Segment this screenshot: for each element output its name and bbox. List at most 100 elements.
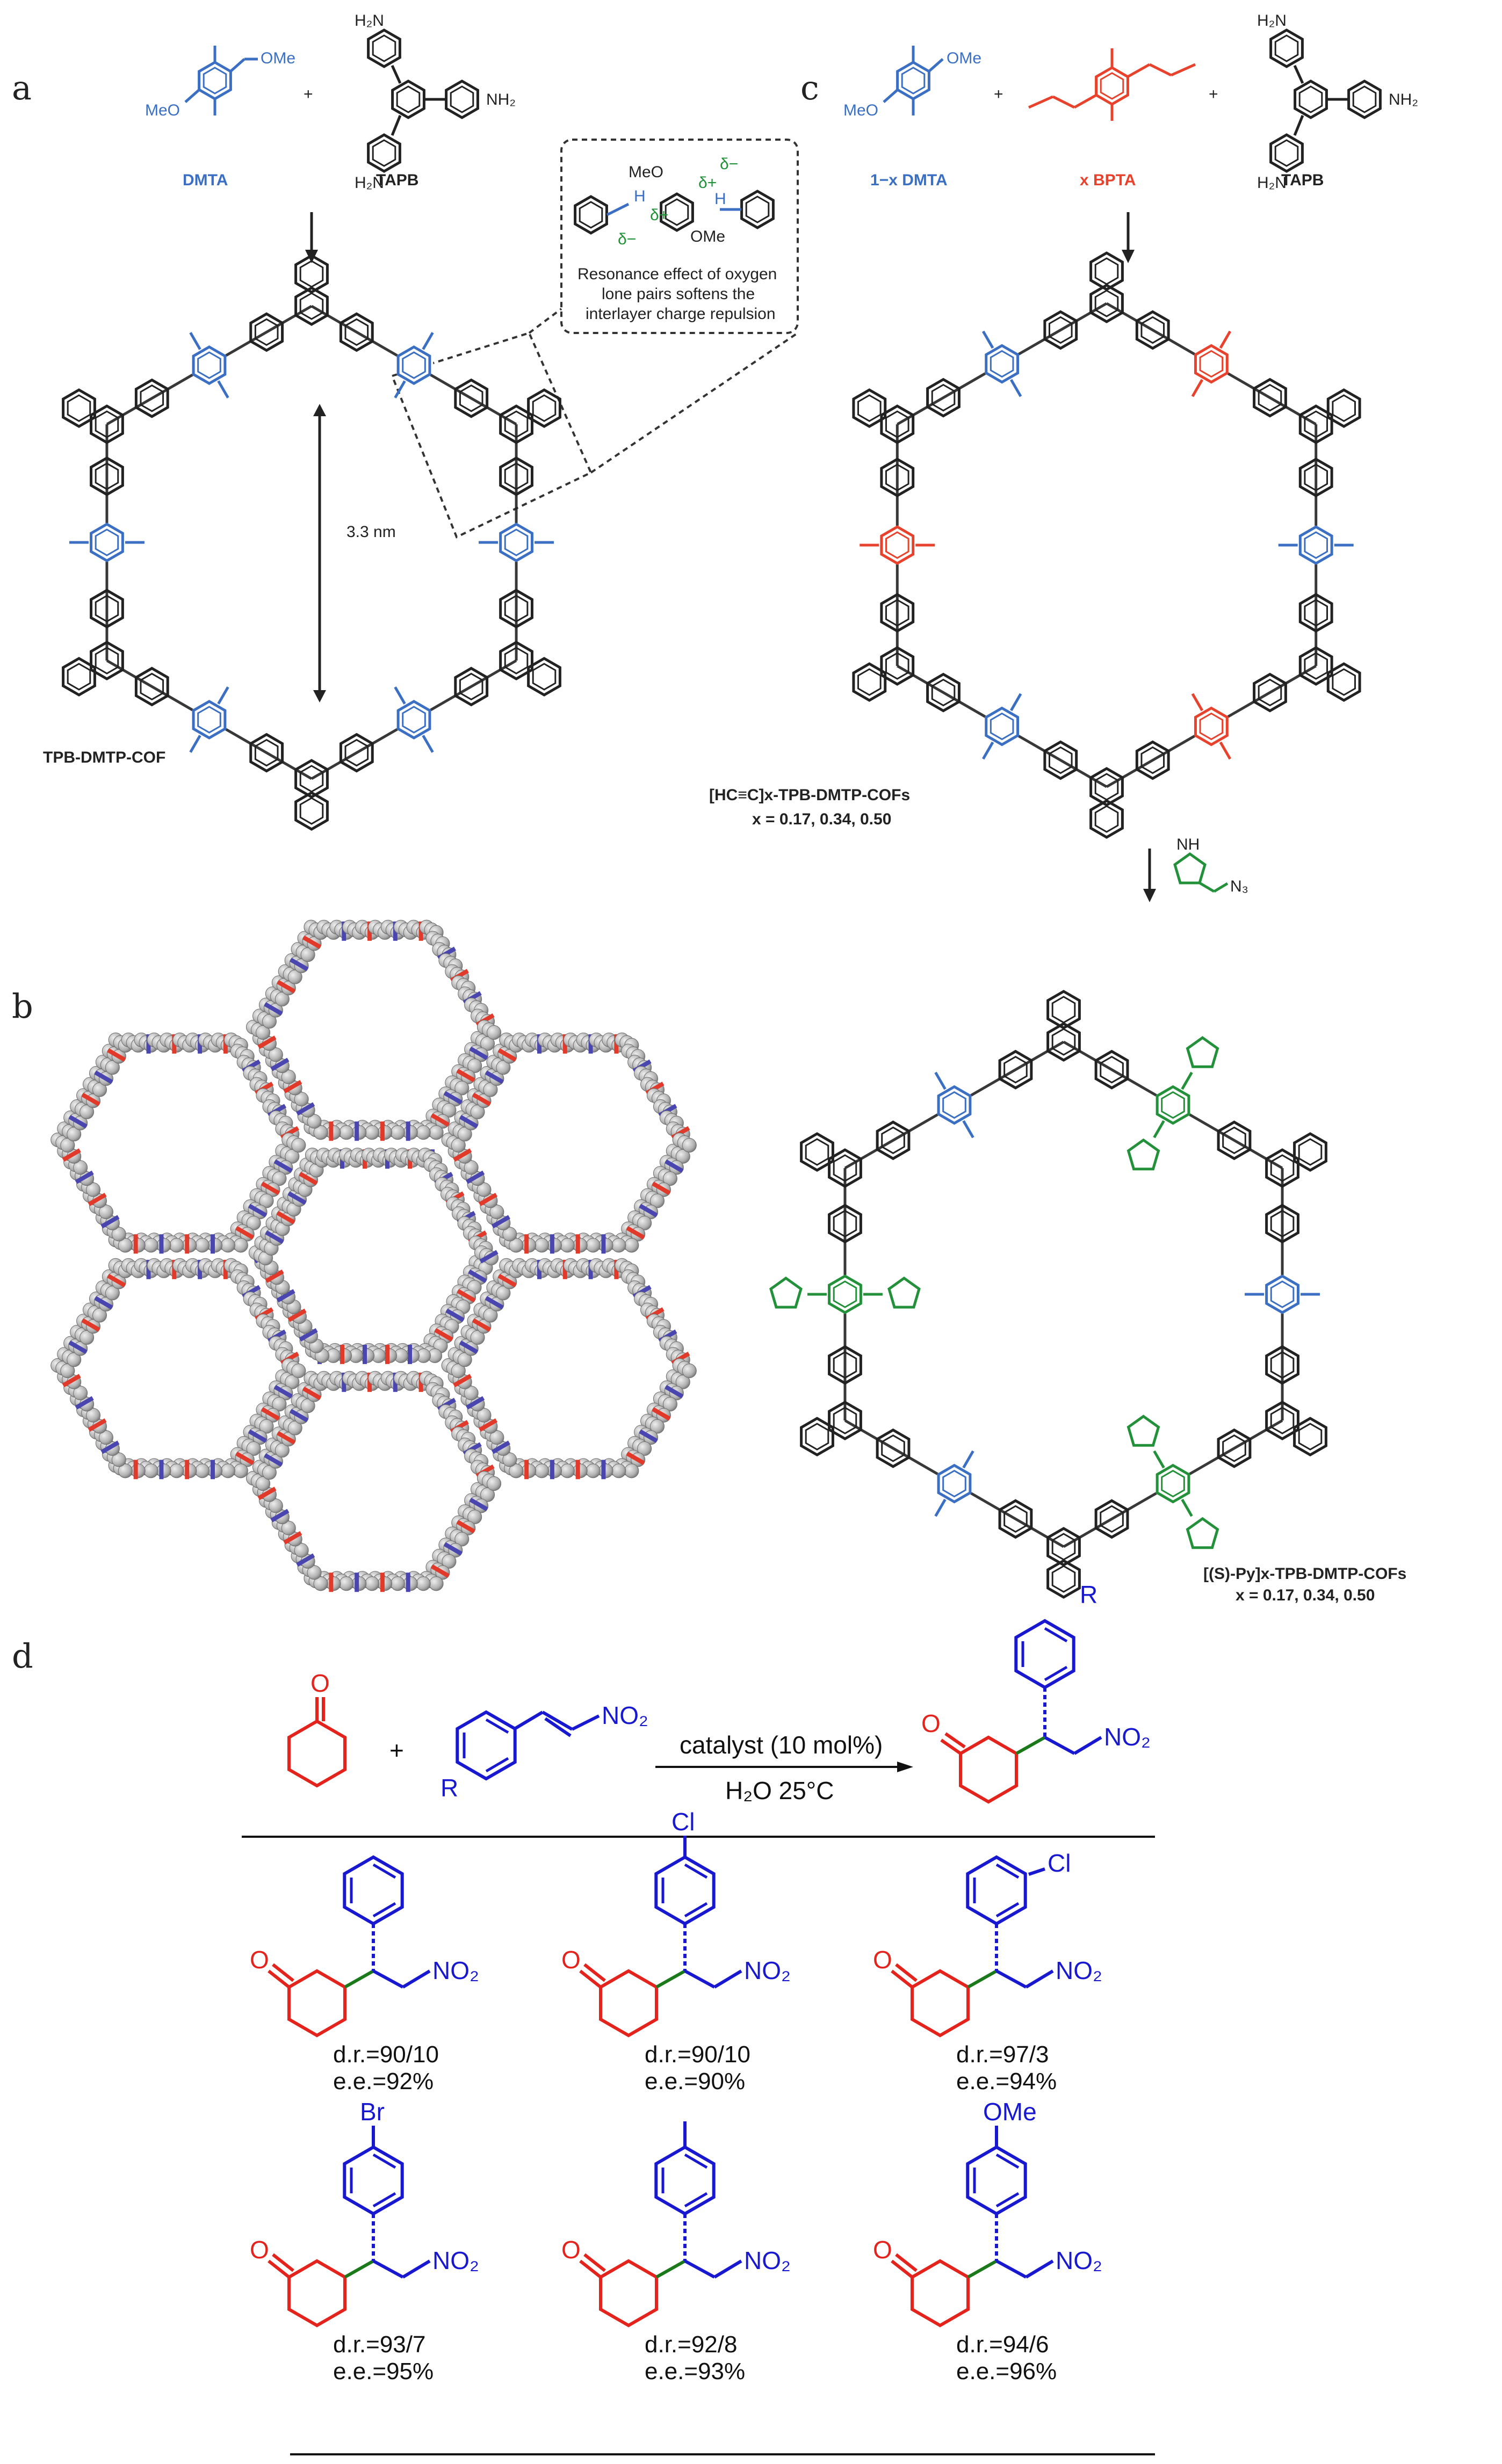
svg-text:NO₂: NO₂	[602, 1701, 648, 1729]
svg-text:O: O	[250, 1946, 269, 1974]
cyclohexanone: O	[289, 1669, 345, 1786]
dr-value: d.r.=90/10	[645, 2041, 750, 2068]
substituent-label: Br	[360, 2098, 385, 2126]
svg-text:H₂N: H₂N	[1257, 174, 1287, 192]
nitrostyrene: NO₂ R	[441, 1701, 648, 1802]
svg-text:+: +	[1209, 85, 1218, 103]
svg-text:H₂N: H₂N	[1257, 12, 1287, 30]
panel-b: b	[12, 913, 720, 1600]
svg-text:R: R	[1080, 1581, 1097, 1608]
bpta-structure	[1028, 48, 1196, 121]
svg-text:H: H	[634, 187, 646, 205]
svg-text:NO₂: NO₂	[432, 1956, 479, 1984]
svg-text:O: O	[250, 2236, 269, 2264]
svg-text:H₂N: H₂N	[355, 174, 384, 192]
svg-text:δ+: δ+	[698, 174, 717, 192]
svg-text:NO₂: NO₂	[744, 2246, 791, 2274]
svg-text:δ−: δ−	[720, 155, 738, 173]
cof-c-pyrrolidine-framework	[771, 991, 1326, 1597]
svg-text:NO₂: NO₂	[1104, 1723, 1151, 1751]
svg-text:NO₂: NO₂	[744, 1956, 791, 1984]
ee-value: e.e.=95%	[333, 2358, 434, 2385]
svg-text:O: O	[873, 1946, 892, 1974]
svg-text:δ+: δ+	[650, 206, 668, 224]
ee-value: e.e.=96%	[956, 2358, 1057, 2385]
svg-text:δ−: δ−	[618, 230, 636, 248]
panel-label-c: c	[800, 68, 819, 107]
svg-text:MeO: MeO	[145, 102, 180, 119]
svg-text:OMe: OMe	[690, 228, 725, 245]
tapb-structure-c: H₂N NH₂ H₂N	[1257, 12, 1418, 192]
svg-text:+: +	[994, 85, 1003, 103]
product-2: O NO₂ Cl d.r.=90/10e.e.=90%	[561, 1808, 791, 2095]
cof-c1-x: x = 0.17, 0.34, 0.50	[752, 810, 891, 828]
svg-text:O: O	[561, 2236, 581, 2264]
substituent-label: Cl	[671, 1808, 695, 1836]
svg-text:OMe: OMe	[947, 49, 981, 67]
reaction-conditions: catalyst (10 mol%)	[680, 1731, 883, 1759]
bpta-label: x BPTA	[1080, 171, 1136, 189]
svg-text:MeO: MeO	[629, 163, 663, 181]
arrow-down-icon	[1143, 849, 1156, 902]
dmta-structure: OMe MeO	[145, 46, 295, 119]
pore-size-label: 3.3 nm	[346, 523, 396, 541]
svg-text:NH: NH	[1176, 836, 1200, 853]
svg-text:MeO: MeO	[843, 102, 878, 119]
tapb-label-c: TAPB	[1281, 171, 1324, 189]
product-6: O NO₂ OMe d.r.=94/6e.e.=96%	[873, 2098, 1102, 2385]
ee-value: e.e.=93%	[645, 2358, 745, 2385]
svg-text:lone pairs softens the: lone pairs softens the	[602, 285, 755, 303]
ee-value: e.e.=92%	[333, 2068, 434, 2095]
panel-a: a OMe MeO DMTA + H₂N NH₂ H₂N TAPB	[12, 12, 799, 829]
svg-text:O: O	[873, 2236, 892, 2264]
svg-text:N₃: N₃	[1230, 878, 1248, 895]
product-general: O NO₂ R	[921, 1581, 1151, 1802]
panel-d: d O + NO₂ R catalyst (10 mol%) H₂O 25°C	[12, 1581, 1155, 2455]
product-5: O NO₂ d.r.=92/8e.e.=93%	[561, 2121, 791, 2385]
svg-text:R: R	[441, 1774, 458, 1802]
product-4: O NO₂ Br d.r.=93/7e.e.=95%	[250, 2098, 479, 2385]
dmta-label: DMTA	[183, 171, 228, 189]
svg-text:O: O	[921, 1709, 941, 1737]
svg-text:O: O	[561, 1946, 581, 1974]
svg-text:H: H	[714, 190, 726, 208]
ee-value: e.e.=94%	[956, 2068, 1057, 2095]
svg-text:NO₂: NO₂	[1056, 2246, 1102, 2274]
callout-lines	[391, 308, 799, 539]
plus-sign: +	[304, 85, 313, 103]
svg-text:NH₂: NH₂	[486, 91, 516, 108]
cof-c2-name: [(S)-Py]x-TPB-DMTP-COFs	[1203, 1565, 1406, 1583]
svg-text:OMe: OMe	[261, 49, 295, 67]
svg-text:NO₂: NO₂	[432, 2246, 479, 2274]
reaction-arrow	[655, 1762, 913, 1772]
ee-value: e.e.=90%	[645, 2068, 745, 2095]
pore-size-arrow	[313, 404, 326, 702]
arrow-down-icon	[1122, 212, 1135, 263]
substituent-label: OMe	[983, 2098, 1037, 2126]
cof-a-name: TPB-DMTP-COF	[43, 749, 165, 766]
panel-label-d: d	[12, 1636, 33, 1676]
dr-value: d.r.=97/3	[956, 2041, 1049, 2068]
svg-text:NH₂: NH₂	[1389, 91, 1418, 108]
svg-text:H₂N: H₂N	[355, 12, 384, 30]
resonance-inset: H H δ− δ+ δ+ δ− MeO OMe Resonance effect…	[560, 139, 799, 334]
dr-value: d.r.=94/6	[956, 2331, 1049, 2358]
panel-label-b: b	[12, 987, 33, 1026]
dmta-structure-c: OMe MeO	[843, 46, 981, 119]
tapb-label: TAPB	[376, 171, 418, 189]
dr-value: d.r.=93/7	[333, 2331, 425, 2358]
panel-c: c OMe MeO 1−x DMTA + x BPTA +	[709, 12, 1418, 1604]
space-filling-model	[32, 913, 720, 1600]
dr-value: d.r.=92/8	[645, 2331, 737, 2358]
svg-text:NO₂: NO₂	[1056, 1956, 1102, 1984]
dmta-label-c: 1−x DMTA	[870, 171, 948, 189]
cof-c1-name: [HC≡C]x-TPB-DMTP-COFs	[709, 786, 910, 804]
cof-c-alkyne-framework	[854, 253, 1360, 837]
svg-text:O: O	[310, 1669, 330, 1697]
cof-a-framework	[63, 256, 560, 829]
cof-c2-x: x = 0.17, 0.34, 0.50	[1236, 1586, 1375, 1604]
svg-text:Resonance effect of oxygen: Resonance effect of oxygen	[577, 265, 777, 283]
svg-text:interlayer charge repulsion: interlayer charge repulsion	[586, 305, 776, 323]
